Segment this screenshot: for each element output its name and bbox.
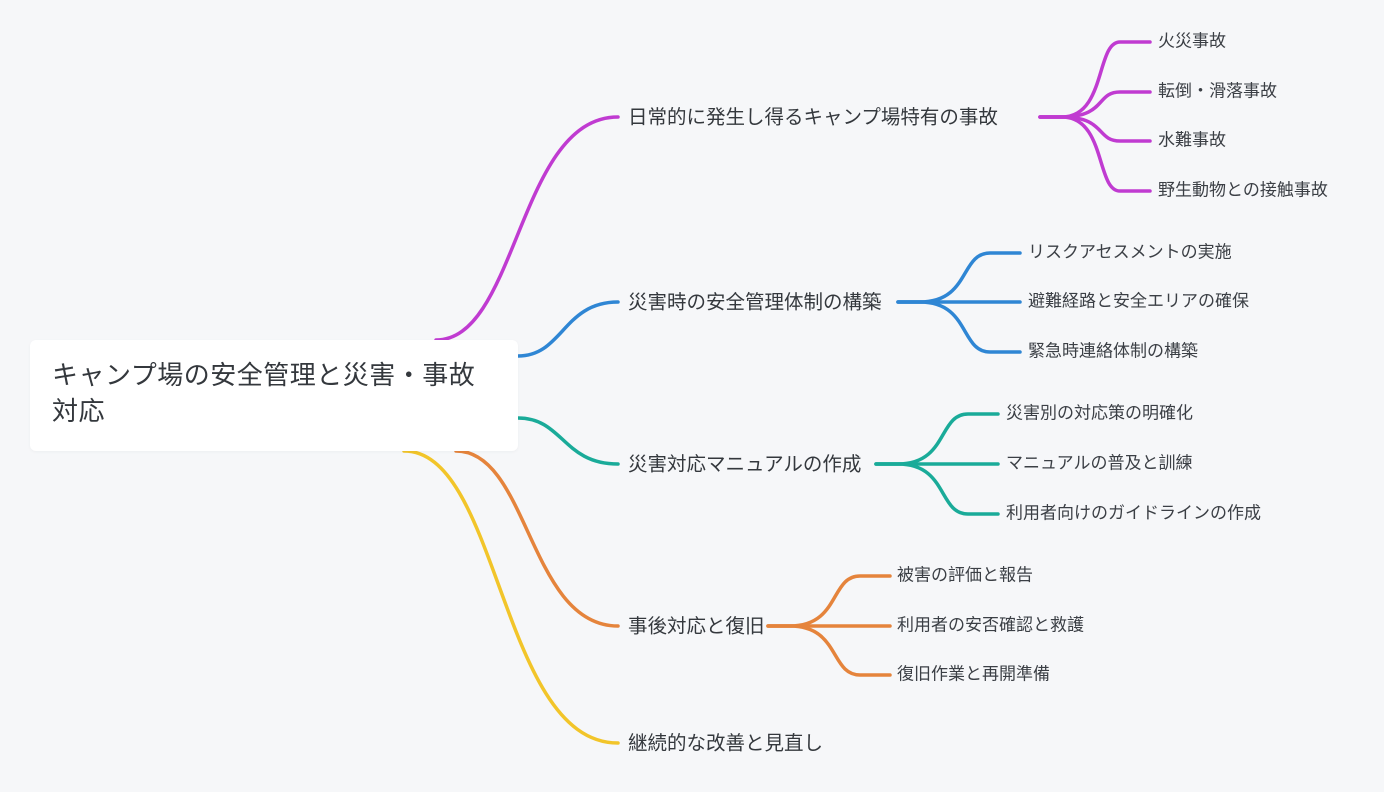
child-label[interactable]: 火災事故	[1158, 31, 1226, 52]
branch-label[interactable]: 災害対応マニュアルの作成	[628, 452, 862, 476]
branch-connector	[516, 416, 620, 466]
child-connector	[896, 300, 1022, 354]
child-connector	[896, 251, 1022, 304]
child-label[interactable]: リスクアセスメントの実施	[1028, 242, 1232, 263]
child-connector	[766, 624, 892, 677]
branch-connector	[434, 115, 620, 342]
child-label[interactable]: 利用者向けのガイドラインの作成	[1006, 503, 1261, 524]
child-label[interactable]: 転倒・滑落事故	[1158, 81, 1277, 102]
child-label[interactable]: 被害の評価と報告	[897, 565, 1033, 586]
branch-label[interactable]: 災害時の安全管理体制の構築	[628, 290, 882, 314]
child-label[interactable]: 野生動物との接触事故	[1158, 180, 1328, 201]
child-connector	[766, 574, 892, 628]
child-label[interactable]: マニュアルの普及と訓練	[1006, 453, 1193, 474]
root-node[interactable]: キャンプ場の安全管理と災害・事故対応	[30, 340, 518, 451]
child-connector	[1038, 90, 1152, 119]
branch-label[interactable]: 日常的に発生し得るキャンプ場特有の事故	[628, 105, 998, 129]
child-label[interactable]: 利用者の安否確認と救護	[897, 615, 1084, 636]
child-connector	[874, 412, 1000, 466]
branch-label[interactable]: 事後対応と復旧	[628, 614, 765, 638]
child-connector	[1038, 115, 1152, 143]
child-label[interactable]: 緊急時連絡体制の構築	[1028, 341, 1198, 362]
child-label[interactable]: 災害別の対応策の明確化	[1006, 403, 1193, 424]
child-connector	[874, 462, 1000, 516]
root-title: キャンプ場の安全管理と災害・事故対応	[52, 361, 476, 427]
branch-connector	[516, 300, 620, 358]
branch-connector	[402, 449, 620, 745]
child-label[interactable]: 水難事故	[1158, 130, 1226, 151]
child-connector	[1038, 115, 1152, 193]
child-label[interactable]: 避難経路と安全エリアの確保	[1028, 291, 1249, 312]
child-label[interactable]: 復旧作業と再開準備	[897, 664, 1050, 685]
branch-connector	[454, 449, 620, 628]
branch-label[interactable]: 継続的な改善と見直し	[628, 731, 824, 755]
